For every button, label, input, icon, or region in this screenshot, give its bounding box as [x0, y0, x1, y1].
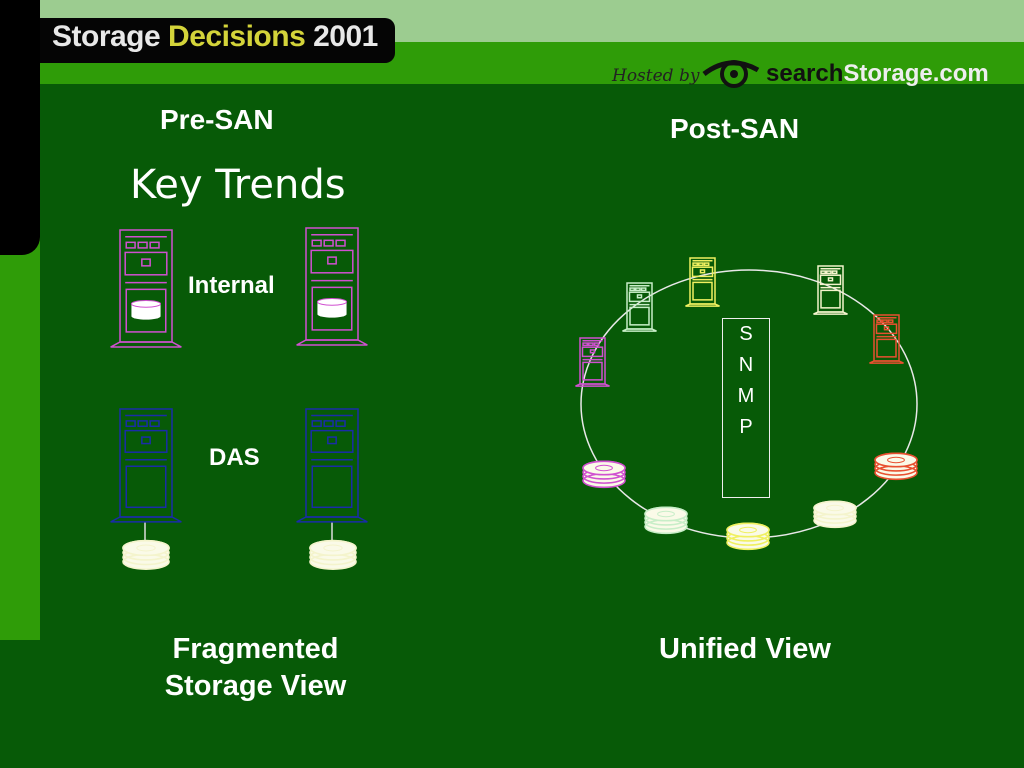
ring-server-icon-4	[813, 265, 848, 315]
unified-caption: Unified View	[659, 633, 831, 665]
snmp-box: S N M P	[722, 318, 770, 498]
post-san-heading: Post-SAN	[670, 113, 800, 144]
das-disk-right-icon	[309, 539, 357, 570]
conference-logo: Storage Decisions 2001	[52, 20, 378, 53]
eye-logo-icon	[702, 60, 760, 88]
internal-label: Internal	[188, 272, 275, 299]
snmp-letter-s: S	[739, 323, 753, 345]
ring-disk-icon-4	[813, 500, 857, 529]
hosted-by-text: Hosted by	[612, 66, 700, 86]
snmp-letter-m: M	[737, 385, 755, 407]
das-disk-left-icon	[122, 539, 170, 570]
snmp-letter-n: N	[738, 354, 754, 376]
das-server-left-icon	[110, 408, 182, 523]
snmp-letter-p: P	[739, 416, 753, 438]
internal-server-left-icon	[110, 229, 182, 348]
das-server-right-icon	[296, 408, 368, 523]
site-logo: searchStorage.com	[766, 60, 989, 87]
ring-server-icon-2	[622, 282, 657, 332]
ring-disk-icon-2	[644, 506, 688, 535]
left-black-bar	[0, 0, 40, 255]
slide-title: Key Trends	[130, 162, 346, 208]
ring-server-icon-5	[869, 314, 904, 364]
ring-disk-icon-3	[726, 522, 770, 551]
header-band	[0, 0, 1024, 84]
logo-box	[40, 18, 395, 63]
ring-disk-icon-5	[874, 452, 918, 481]
das-label: DAS	[209, 444, 260, 471]
pre-san-heading: Pre-SAN	[160, 104, 274, 135]
internal-server-right-icon	[296, 227, 368, 346]
ring-server-icon-3	[685, 257, 720, 307]
ring-disk-icon-1	[582, 460, 626, 489]
ring-server-icon-1	[575, 337, 610, 387]
